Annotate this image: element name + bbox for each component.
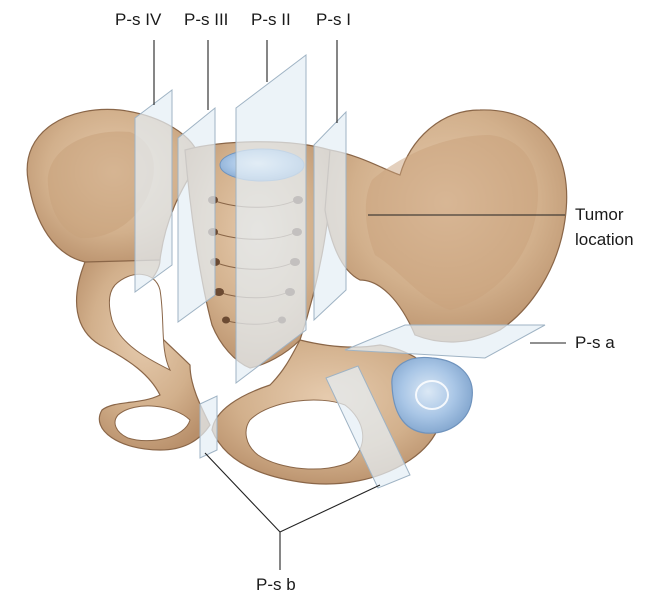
label-ps-ii: P-s II [251,10,291,30]
label-tumor-line1: Tumor [575,205,624,225]
plane-ps-iv [135,90,172,292]
plane-ps-iii [178,108,215,322]
label-tumor-line2: location [575,230,634,250]
label-ps-i: P-s I [316,10,351,30]
plane-ps-ii [236,55,306,383]
label-ps-b: P-s b [256,575,296,595]
tumor-mass [392,357,472,433]
plane-ps-i [314,112,346,320]
label-ps-iv: P-s IV [115,10,161,30]
label-ps-a: P-s a [575,333,615,353]
plane-ps-b-left [200,396,217,458]
label-ps-iii: P-s III [184,10,228,30]
